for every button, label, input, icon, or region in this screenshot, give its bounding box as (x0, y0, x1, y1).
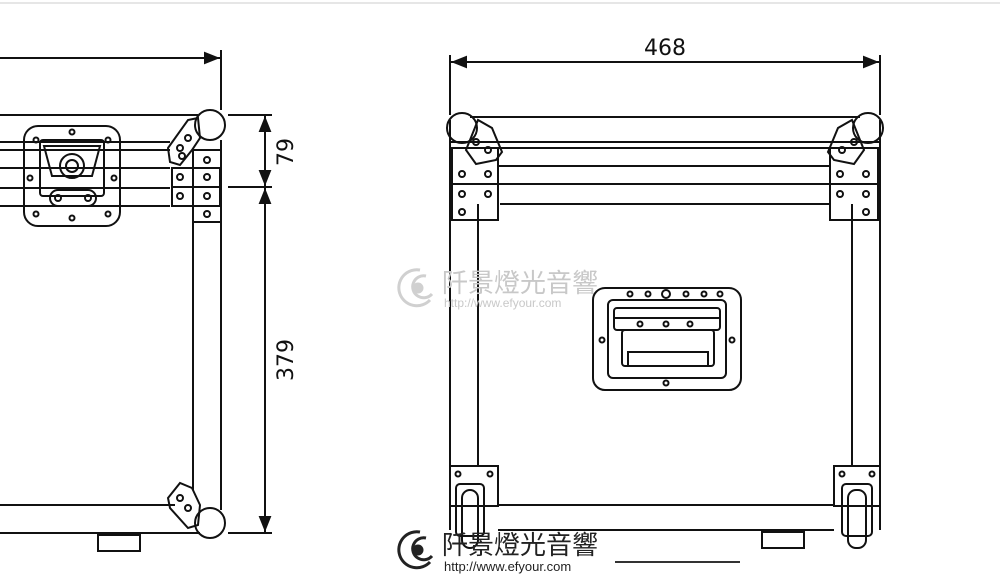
watermark-dark-brand: 阡景燈光音響 (442, 531, 598, 561)
front-foot (761, 531, 805, 549)
corner-ball-top (194, 109, 226, 141)
front-corner-ball-right (852, 112, 884, 144)
front-view (446, 55, 884, 549)
side-view (0, 50, 272, 552)
side-foot (97, 534, 141, 552)
dim-body-height-label: 379 (274, 339, 299, 381)
watermark-faint-url: http://www.efyour.com (444, 296, 561, 310)
watermark-faint-brand: 阡景燈光音響 (442, 269, 598, 299)
dim-top-height-label: 79 (274, 138, 299, 166)
corner-bracket-bottom (166, 481, 202, 530)
corner-ball-bottom (194, 507, 226, 539)
butterfly-latch (23, 125, 121, 227)
caster-right (833, 465, 881, 507)
watermark-dark-url: http://www.efyour.com (444, 559, 571, 574)
dim-width-label: 468 (644, 36, 686, 61)
recessed-handle (592, 287, 742, 391)
watermark-dark: 阡景燈光音響 http://www.efyour.com (397, 530, 740, 574)
front-corner-ball-left (446, 112, 478, 144)
corner-bracket-top (166, 116, 202, 167)
watermark-faint: 阡景燈光音響 http://www.efyour.com (397, 268, 598, 310)
caster-left (449, 465, 499, 507)
